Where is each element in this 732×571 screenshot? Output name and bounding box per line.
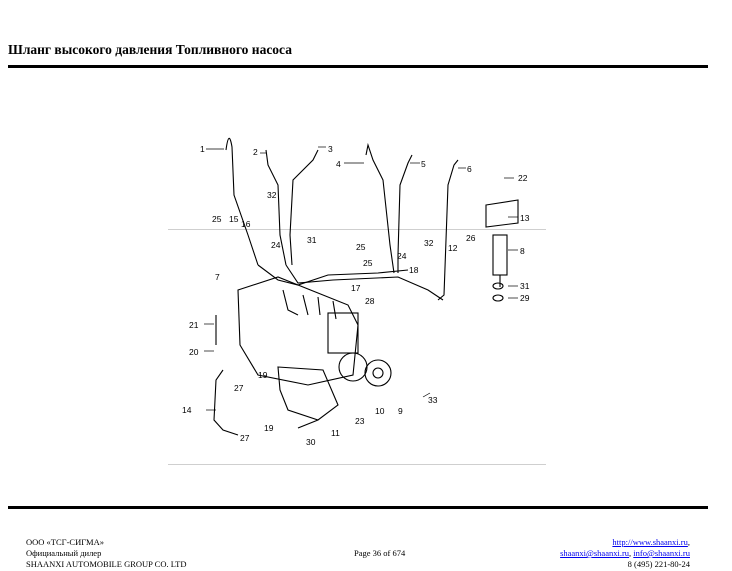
callout-label: 33 <box>428 395 438 405</box>
callout-label: 27 <box>234 383 244 393</box>
callout-label: 5 <box>421 159 426 169</box>
callout-label: 9 <box>398 406 403 416</box>
callout-label: 31 <box>307 235 317 245</box>
pipe-2 <box>265 149 287 266</box>
email-link-info[interactable]: info@shaanxi.ru <box>633 548 690 558</box>
pipe-5 <box>397 154 413 273</box>
callout-label: 1 <box>200 144 205 154</box>
callout-label: 26 <box>466 233 476 243</box>
callout-label: 20 <box>189 347 199 357</box>
callout-label: 29 <box>520 293 530 303</box>
callout-label: 11 <box>331 428 340 438</box>
footer-contacts-block: http://www.shaanxi.ru, shaanxi@shaanxi.r… <box>560 537 690 570</box>
website-link[interactable]: http://www.shaanxi.ru <box>612 537 688 547</box>
footer-phone: 8 (495) 221-80-24 <box>627 559 690 569</box>
footer-company-block: ООО «ТСГ-СИГМА» Официальный дилер SHAANX… <box>26 537 187 570</box>
callout-label: 23 <box>355 416 365 426</box>
callout-label: 3 <box>328 144 333 154</box>
callout-label: 24 <box>271 240 281 250</box>
callout-label: 2 <box>253 147 258 157</box>
callout-label: 21 <box>189 320 199 330</box>
footer-divider <box>8 506 708 509</box>
callout-label: 4 <box>336 159 341 169</box>
callout-label: 12 <box>448 243 458 253</box>
callout-label: 25 <box>212 214 222 224</box>
callout-label: 7 <box>215 272 220 282</box>
callout-label: 32 <box>424 238 434 248</box>
callout-label: 24 <box>397 251 407 261</box>
website-separator: , <box>687 537 690 547</box>
callout-label: 22 <box>518 173 528 183</box>
callout-label: 14 <box>182 405 192 415</box>
figure-guide-line-top <box>168 229 546 230</box>
email-link-primary[interactable]: shaanxi@shaanxi.ru <box>560 548 630 558</box>
page-number: Page 36 of 674 <box>354 548 406 558</box>
pipe-6 <box>437 159 459 301</box>
callout-label: 25 <box>356 242 366 252</box>
callout-label: 30 <box>306 437 316 447</box>
callout-label: 18 <box>409 265 419 275</box>
footer-company: ООО «ТСГ-СИГМА» <box>26 537 104 547</box>
pipe-3 <box>289 149 319 266</box>
fuel-pump-hose-diagram: 1 2 3 4 5 6 22 32 13 25 15 16 24 31 26 1… <box>182 137 530 447</box>
callout-label: 17 <box>351 283 361 293</box>
footer-dealer: Официальный дилер <box>26 548 102 558</box>
callout-label: 16 <box>241 219 251 229</box>
page-title: Шланг высокого давления Топливного насос… <box>8 42 292 57</box>
callout-label: 6 <box>467 164 472 174</box>
callout-label: 27 <box>240 433 250 443</box>
pipe-4 <box>365 142 395 274</box>
header-divider <box>8 65 708 68</box>
pipe-1 <box>225 137 259 266</box>
leader-lines <box>204 146 518 411</box>
callout-label: 32 <box>267 190 277 200</box>
callout-label: 8 <box>520 246 525 256</box>
callout-label: 19 <box>264 423 274 433</box>
callout-label: 13 <box>520 213 530 223</box>
callout-label: 19 <box>258 370 268 380</box>
callout-label: 31 <box>520 281 530 291</box>
email-separator: , <box>629 548 634 558</box>
callout-labels: 1 2 3 4 5 6 22 32 13 25 15 16 24 31 26 1… <box>182 144 530 447</box>
footer-group: SHAANXI AUTOMOBILE GROUP CO. LTD <box>26 559 187 569</box>
callout-label: 28 <box>365 296 375 306</box>
callout-label: 10 <box>375 406 385 416</box>
callout-label: 25 <box>363 258 373 268</box>
figure-guide-line-bottom <box>168 464 546 465</box>
callout-label: 15 <box>229 214 239 224</box>
